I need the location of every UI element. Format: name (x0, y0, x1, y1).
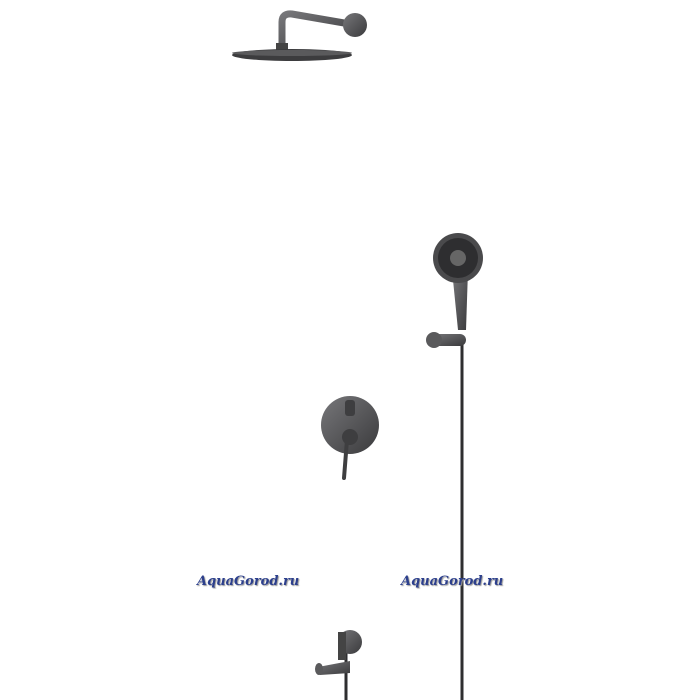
hand-shower (426, 233, 483, 700)
watermark-right: AquaGorod.ru (401, 574, 504, 589)
watermark-left: AquaGorod.ru (197, 574, 300, 589)
mixer-valve (321, 396, 379, 480)
overhead-shower (232, 10, 367, 61)
bath-spout (315, 630, 362, 700)
